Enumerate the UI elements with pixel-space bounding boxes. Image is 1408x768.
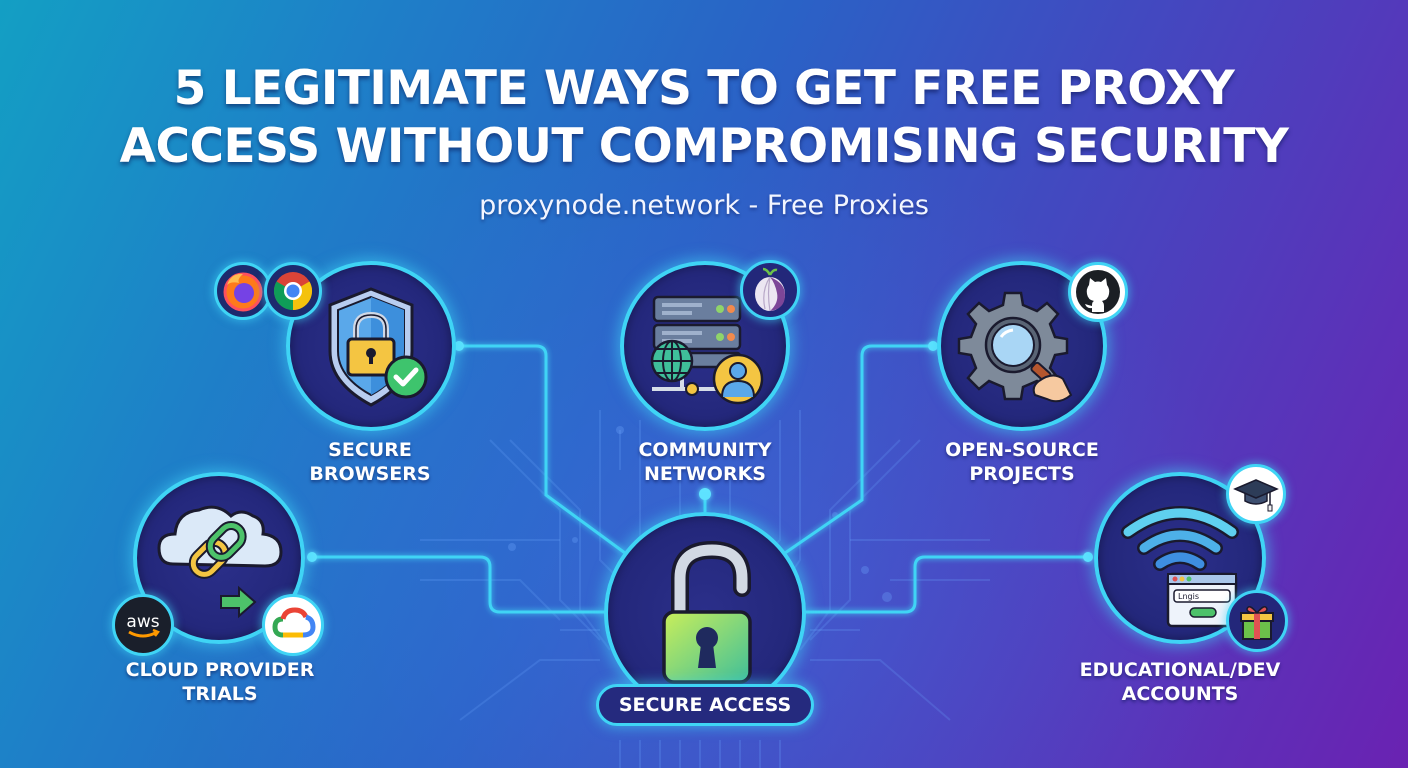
label-line: BROWSERS — [309, 463, 431, 485]
label-line: EDUCATIONAL/DEV — [1079, 659, 1281, 681]
gift-box-icon — [1226, 590, 1288, 652]
cloud-link-arrow-icon — [157, 505, 283, 619]
google-cloud-logo-icon — [262, 594, 324, 656]
label-educational-dev-accounts: EDUCATIONAL/DEV ACCOUNTS — [1060, 658, 1300, 706]
label-cloud-provider-trials: CLOUD PROVIDER TRIALS — [100, 658, 340, 706]
page-subtitle: proxynode.network - Free Proxies — [479, 190, 929, 221]
label-secure-browsers: SECURE BROWSERS — [270, 438, 470, 486]
open-padlock-icon — [662, 540, 752, 684]
label-line: NETWORKS — [644, 463, 766, 485]
login-field-text: Lngis — [1178, 592, 1199, 601]
label-line: OPEN-SOURCE — [945, 439, 1099, 461]
page-title-line-1: 5 LEGITIMATE WAYS TO GET FREE PROXY — [173, 61, 1235, 116]
secure-access-label: SECURE ACCESS — [596, 684, 814, 726]
tor-onion-icon — [740, 260, 800, 320]
firefox-logo-icon — [214, 262, 272, 320]
graduation-cap-icon — [1226, 464, 1286, 524]
label-community-networks: COMMUNITY NETWORKS — [605, 438, 805, 486]
server-globe-user-icon — [650, 295, 764, 405]
wifi-login-window-icon: Lngis — [1121, 506, 1239, 628]
chrome-logo-icon — [264, 262, 322, 320]
aws-logo-icon: aws — [112, 594, 174, 656]
page-title-line-2: ACCESS WITHOUT COMPROMISING SECURITY — [119, 119, 1289, 174]
aws-text: aws — [126, 612, 159, 632]
label-line: COMMUNITY — [638, 439, 772, 461]
node-cloud-provider-trials — [133, 472, 305, 644]
label-line: PROJECTS — [969, 463, 1075, 485]
github-octocat-icon — [1068, 262, 1128, 322]
label-line: TRIALS — [182, 683, 258, 705]
label-line: CLOUD PROVIDER — [125, 659, 315, 681]
label-line: SECURE — [328, 439, 412, 461]
label-line: ACCOUNTS — [1121, 683, 1239, 705]
shield-lock-check-icon — [328, 287, 428, 407]
gear-magnifier-icon — [957, 291, 1073, 403]
label-open-source-projects: OPEN-SOURCE PROJECTS — [922, 438, 1122, 486]
